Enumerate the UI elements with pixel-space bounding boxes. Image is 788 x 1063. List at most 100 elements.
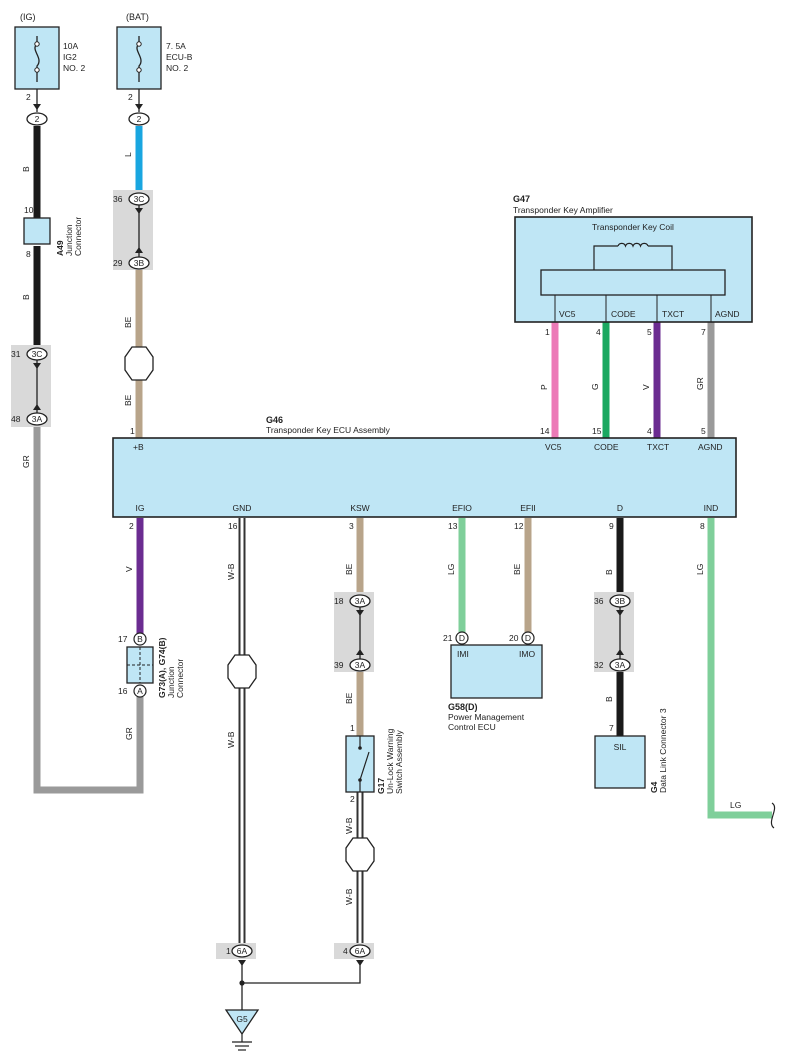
g46-term-gnd: GND xyxy=(233,503,252,513)
wire-lg-ind xyxy=(707,518,772,819)
ground-icon xyxy=(224,1009,260,1036)
label-v-2: V xyxy=(124,566,134,572)
g73-conn-bottom: A xyxy=(137,686,143,696)
coil-icon xyxy=(617,242,649,248)
g4-code: G4 xyxy=(649,781,659,793)
g46-name: Transponder Key ECU Assembly xyxy=(266,425,391,435)
splice-points xyxy=(124,346,375,872)
label-b-3: B xyxy=(604,569,614,575)
g46-term-txct: TXCT xyxy=(647,442,669,452)
label-gr-2: GR xyxy=(695,377,705,390)
fuse-bat-source: (BAT) xyxy=(126,12,149,22)
splice-wb-g17 xyxy=(345,837,375,872)
g47-transponder-key-amplifier: G47 Transponder Key Amplifier Transponde… xyxy=(513,194,753,337)
g73-name-line1: Junction xyxy=(166,666,176,698)
fuse-bat-pin: 2 xyxy=(128,92,133,102)
label-wb-1: W-B xyxy=(226,563,236,580)
splice-be-plus-b xyxy=(124,346,154,381)
ind-lead-label: LG xyxy=(730,800,741,810)
fuse-bat-conn: 2 xyxy=(137,114,142,124)
g46-pin-8: 8 xyxy=(700,521,705,531)
connector-6a-1: 1 6A xyxy=(216,943,256,966)
break-icon xyxy=(770,802,776,829)
g58-pin-20: 20 xyxy=(509,633,519,643)
label-b-2: B xyxy=(21,294,31,300)
conn-3c-36-pin: 36 xyxy=(113,194,123,204)
g46-term-ig: IG xyxy=(136,503,145,513)
conn-3a-18-pin: 18 xyxy=(334,596,344,606)
g58-term-imi: IMI xyxy=(457,649,469,659)
g17-pin-bottom: 2 xyxy=(350,794,355,804)
g73-g74-junction-connector: 17 B 16 A G73(A), G74(B) Junction Connec… xyxy=(118,632,185,698)
g73-code: G73(A), G74(B) xyxy=(157,637,167,698)
conn-3a-39-pin: 39 xyxy=(334,660,344,670)
g46-term-d: D xyxy=(617,503,623,513)
ind-lead-end: LG xyxy=(730,800,776,829)
g46-term-plus-b: +B xyxy=(133,442,144,452)
a49-name-line2: Connector xyxy=(73,217,83,256)
g58-name-line2: Control ECU xyxy=(448,722,496,732)
g46-pin-4: 4 xyxy=(647,426,652,436)
conn-3a-32-label: 3A xyxy=(615,660,626,670)
g4-term-sil: SIL xyxy=(614,742,627,752)
a49-pin-bottom: 8 xyxy=(26,249,31,259)
label-b-4: B xyxy=(604,696,614,702)
fuse-ig-conn: 2 xyxy=(35,114,40,124)
conn-6a-1-pin: 1 xyxy=(226,946,231,956)
label-lg-2: LG xyxy=(695,564,705,575)
ground-splice-dot xyxy=(239,980,245,986)
conn-3c-31-pin: 31 xyxy=(11,349,21,359)
g58-pin-21: 21 xyxy=(443,633,453,643)
g58-code: G58(D) xyxy=(448,702,478,712)
ground-g5: G5 xyxy=(224,1009,260,1051)
g47-pin-1: 1 xyxy=(545,327,550,337)
g46-pin-1: 1 xyxy=(130,426,135,436)
fuse-ig-pin: 2 xyxy=(26,92,31,102)
g4-name: Data Link Connector 3 xyxy=(658,708,668,793)
conn-3c-36-label: 3C xyxy=(134,194,145,204)
connector-pair-3a-3a: 18 3A 39 3A xyxy=(334,592,374,672)
g73-pin-bottom: 16 xyxy=(118,686,128,696)
g58-power-management-ecu: 21 D 20 D IMI IMO G58(D) Power Managemen… xyxy=(443,631,543,732)
g46-pin-14: 14 xyxy=(540,426,550,436)
conn-3b-29-pin: 29 xyxy=(113,258,123,268)
connector-pair-3c-3b: 36 3C 29 3B xyxy=(113,190,153,270)
g46-term-ksw: KSW xyxy=(350,503,369,513)
conn-6a-4-pin: 4 xyxy=(343,946,348,956)
g47-coil-label: Transponder Key Coil xyxy=(592,222,674,232)
g46-pin-13: 13 xyxy=(448,521,458,531)
fuse-ig-rating: 10A xyxy=(63,41,78,51)
g46-pin-2: 2 xyxy=(129,521,134,531)
g46-term-efii: EFII xyxy=(520,503,536,513)
g47-pin-4: 4 xyxy=(596,327,601,337)
g17-name-line1: Un-Lock Warning xyxy=(385,728,395,794)
label-wb-2: W-B xyxy=(226,731,236,748)
g73-pin-top: 17 xyxy=(118,634,128,644)
g46-pin-15: 15 xyxy=(592,426,602,436)
splice-wb-gnd xyxy=(227,654,257,689)
g17-name-line2: Switch Assembly xyxy=(394,729,404,794)
conn-3a-48-pin: 48 xyxy=(11,414,21,424)
g46-pin-5: 5 xyxy=(701,426,706,436)
wire-gr-ig-return xyxy=(33,425,144,794)
g47-term-agnd: AGND xyxy=(715,309,740,319)
conn-3a-39-label: 3A xyxy=(355,660,366,670)
conn-3a-48-label: 3A xyxy=(32,414,43,424)
fuse-ig-source: (IG) xyxy=(20,12,36,22)
label-gr-1: GR xyxy=(21,455,31,468)
a49-name-line1: Junction xyxy=(64,224,74,256)
g46-term-efio: EFIO xyxy=(452,503,472,513)
label-be-1: BE xyxy=(123,316,133,328)
g58-name-line1: Power Management xyxy=(448,712,525,722)
g73-name-line2: Connector xyxy=(175,659,185,698)
g46-term-vc5: VC5 xyxy=(545,442,562,452)
label-gr-3: GR xyxy=(124,727,134,740)
a49-pin-top: 10 xyxy=(24,205,34,215)
g47-term-vc5: VC5 xyxy=(559,309,576,319)
label-be-4: BE xyxy=(344,692,354,704)
g47-pin-5: 5 xyxy=(647,327,652,337)
label-lg-1: LG xyxy=(446,564,456,575)
label-l: L xyxy=(123,152,133,157)
label-wb-3: W-B xyxy=(344,817,354,834)
